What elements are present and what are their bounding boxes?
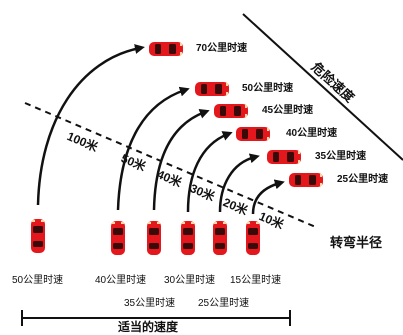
bottom-speed-label-15: 15公里时速 — [230, 275, 282, 286]
top-speed-label-40: 40公里时速 — [286, 128, 338, 139]
car-top-4 — [236, 127, 270, 141]
bottom-speed-label-30: 30公里时速 — [164, 275, 216, 286]
appropriate-speed-bracket — [21, 310, 291, 326]
car-bottom-4 — [181, 221, 195, 255]
car-top-3 — [214, 104, 248, 118]
arrow-20m — [218, 153, 260, 213]
top-speed-label-35: 35公里时速 — [315, 151, 367, 162]
bottom-speed-label-25: 25公里时速 — [198, 298, 250, 309]
top-speed-label-50: 50公里时速 — [242, 83, 294, 94]
appropriate-speed-label: 适当的速度 — [118, 320, 179, 334]
top-speed-label-25: 25公里时速 — [337, 174, 389, 185]
car-bottom-2 — [111, 221, 125, 255]
arrow-10m — [251, 179, 285, 215]
bottom-speed-label-40: 40公里时速 — [95, 275, 147, 286]
car-bottom-3 — [147, 221, 161, 255]
car-top-1 — [149, 42, 183, 56]
arrow-100m — [36, 44, 145, 206]
bottom-speed-label-50: 50公里时速 — [12, 275, 64, 286]
car-bottom-6 — [246, 221, 260, 255]
top-speed-label-70: 70公里时速 — [196, 43, 248, 54]
top-speed-label-45: 45公里时速 — [262, 105, 314, 116]
car-bottom-5 — [213, 221, 227, 255]
turn-radius-line — [24, 102, 319, 229]
car-top-6 — [289, 173, 323, 187]
turn-radius-label: 转弯半径 — [330, 235, 383, 250]
danger-line — [242, 13, 403, 161]
car-top-5 — [267, 150, 301, 164]
arrow-50m — [116, 86, 190, 211]
car-bottom-1 — [31, 219, 45, 253]
arrow-40m — [152, 109, 210, 211]
arrow-30m — [186, 131, 233, 213]
car-top-2 — [195, 82, 229, 96]
bottom-speed-label-35: 35公里时速 — [124, 298, 176, 309]
